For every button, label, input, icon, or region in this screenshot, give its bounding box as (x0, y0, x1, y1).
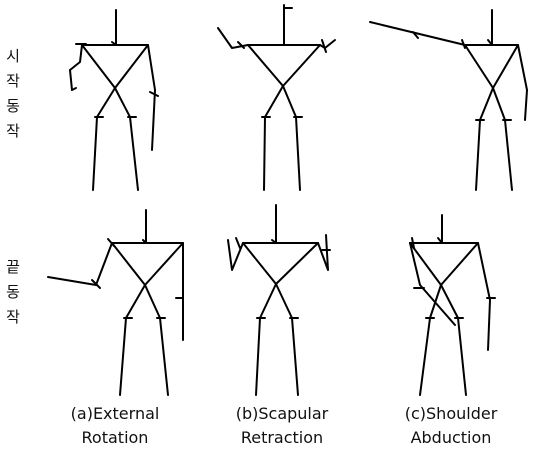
row-label-char: 동 (6, 97, 20, 115)
caption-scapular-retraction: (b)Scapular Retraction (212, 402, 352, 450)
figure-b-end (227, 204, 331, 396)
figure-a-end (47, 209, 184, 396)
caption-name: Retraction (240, 428, 324, 447)
row-label-char: 끝 (6, 258, 20, 276)
caption-name: Abduction (410, 428, 492, 447)
figure-b-start (217, 4, 336, 191)
caption-letter: (b)Scapular (235, 404, 329, 423)
row-label-char: 작 (6, 308, 20, 326)
figure-c-start (369, 9, 528, 191)
caption-letter: (c)Shoulder (404, 404, 498, 423)
row-label-char: 작 (6, 72, 20, 90)
figure-a-start (69, 9, 159, 191)
row-label-char: 시 (6, 47, 20, 65)
caption-name: Rotation (81, 428, 149, 447)
row-label-end-posture: 끝 동 작 (0, 255, 26, 330)
caption-letter: (a)External (70, 404, 160, 423)
caption-external-rotation: (a)External Rotation (45, 402, 185, 450)
caption-shoulder-abduction: (c)Shoulder Abduction (381, 402, 521, 450)
row-label-start-posture: 시 작 동 작 (0, 44, 26, 144)
row-label-char: 동 (6, 283, 20, 301)
figure-c-end (409, 214, 496, 396)
row-label-char: 작 (6, 122, 20, 140)
